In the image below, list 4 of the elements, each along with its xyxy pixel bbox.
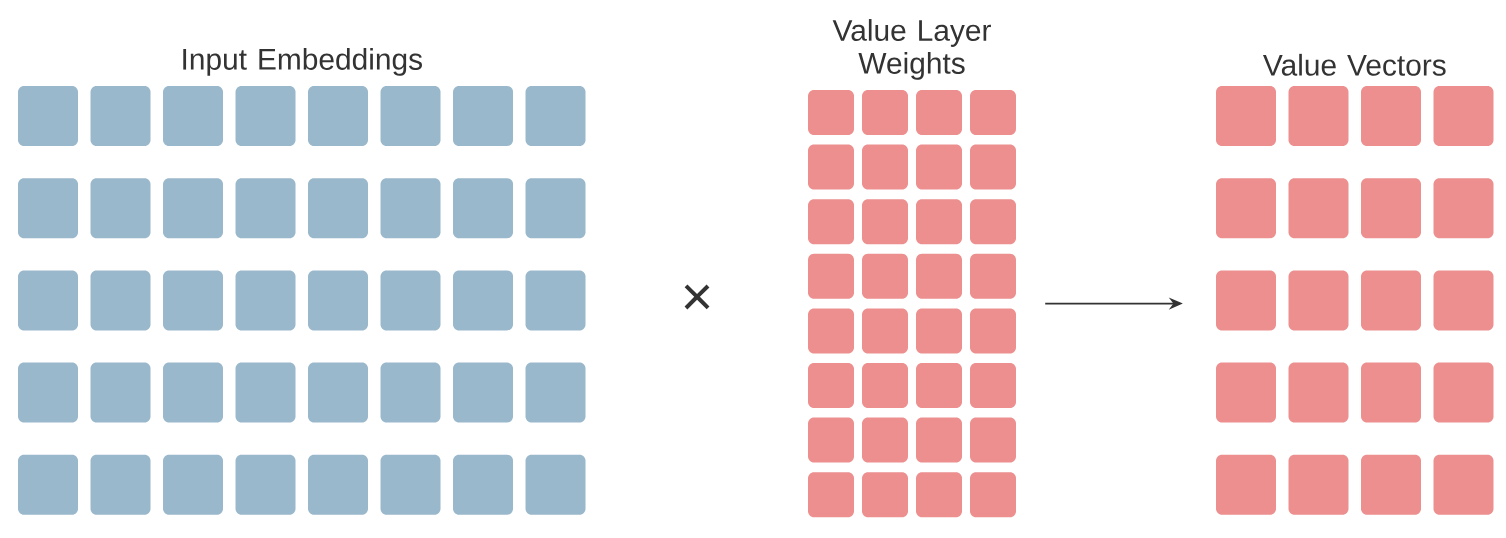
matrix-title: Value Vectors (1263, 53, 1446, 76)
matrix-title: Value Layer Weights (832, 19, 991, 80)
matrix-title: Input Embeddings (183, 47, 422, 76)
multiply-sign: × (684, 284, 710, 310)
